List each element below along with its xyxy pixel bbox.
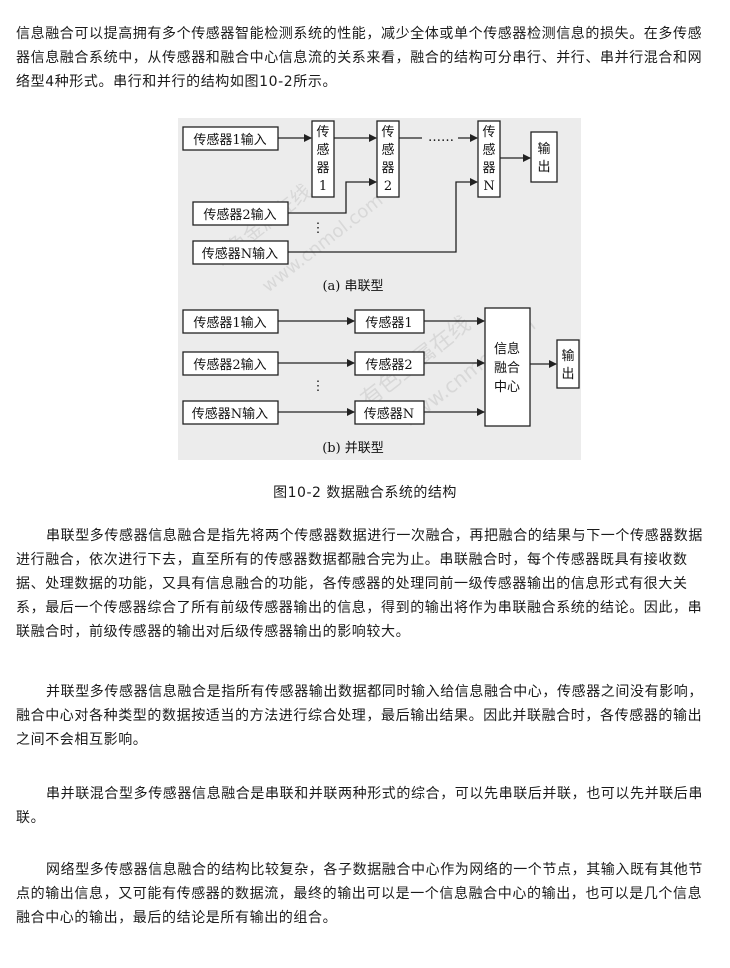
serial-sensor-n-char: 感 [482,142,495,158]
serial-sensor-2-char: 传 [381,125,394,140]
parallel-input-1-label: 传感器1输入 [193,315,266,331]
parallel-output-box [556,339,580,389]
intro-paragraph: 信息融合可以提高拥有多个传感器智能检测系统的性能，减少全体或单个传感器检测信息的… [16,26,703,90]
fusion-center-line: 信息 [494,341,520,357]
serial-sensor-n-box [477,120,501,198]
serial-sensor-2-char: 器 [381,161,394,176]
fusion-center-box [484,307,531,427]
serial-sensor-2-box [376,120,400,198]
serial-sensor-1-box [311,120,335,198]
figure-10-2: 有色金属在线 www.cnmol.com 有色金属在线 www.cnmol.co… [178,118,581,460]
parallel-sensor-1-label: 传感器1 [365,315,412,331]
parallel-input-2-label: 传感器2输入 [193,357,266,373]
serial-chain-dots: …… [428,130,454,145]
serial-sensor-2-char: 感 [381,142,394,158]
network-paragraph: 网络型多传感器信息融合的结构比较复杂，各子数据融合中心作为网络的一个节点，其输入… [16,862,703,926]
serial-output-box [530,131,558,183]
parallel-output-char: 出 [561,367,574,382]
serial-paragraph: 串联型多传感器信息融合是指先将两个传感器数据进行一次融合，再把融合的结果与下一个… [16,528,703,640]
serial-sensor-2-char: 2 [384,179,392,194]
serial-sensor-1-char: 器 [316,161,329,176]
serial-vertical-dots: ⋮ [312,221,325,236]
serial-sensor-n-char: 器 [482,161,495,176]
fusion-structure-diagram: 有色金属在线 www.cnmol.com 有色金属在线 www.cnmol.co… [182,120,580,456]
parallel-output-char: 输 [561,348,574,364]
serial-diagram: 传感器1输入 传 感 器 1 传 感 器 2 传 感 器 N 输 出 …… [182,120,558,294]
parallel-sensor-2-label: 传感器2 [365,357,412,373]
serial-sensor-n-char: 传 [482,125,495,140]
parallel-vertical-dots: ⋮ [312,379,325,394]
fusion-center-line: 中心 [494,380,520,395]
serial-sensor-n-char: N [483,179,494,194]
parallel-paragraph: 并联型多传感器信息融合是指所有传感器输出数据都同时输入给信息融合中心，传感器之间… [16,684,703,748]
serial-output-char: 输 [537,141,550,157]
parallel-sensor-n-label: 传感器N [364,406,414,422]
parallel-diagram-caption: (b) 并联型 [322,441,384,456]
serial-output-char: 出 [537,160,550,175]
serial-sensor-1-char: 感 [316,142,329,158]
serial-sensor-1-char: 1 [319,179,327,194]
serial-input-n-label: 传感器N输入 [202,246,278,262]
serial-diagram-caption: (a) 串联型 [322,279,383,294]
serial-input-1-label: 传感器1输入 [193,132,266,148]
hybrid-paragraph: 串并联混合型多传感器信息融合是串联和并联两种形式的综合，可以先串联后并联，也可以… [16,786,703,826]
parallel-diagram: 传感器1输入 传感器2输入 传感器N输入 ⋮ 传感器1 传感器2 传感器N 信息… [182,307,580,456]
parallel-input-n-label: 传感器N输入 [192,406,268,422]
serial-sensor-1-char: 传 [316,125,329,140]
figure-caption: 图10-2 数据融合系统的结构 [273,485,457,501]
fusion-center-line: 融合 [494,361,520,376]
serial-input-2-label: 传感器2输入 [203,207,276,223]
